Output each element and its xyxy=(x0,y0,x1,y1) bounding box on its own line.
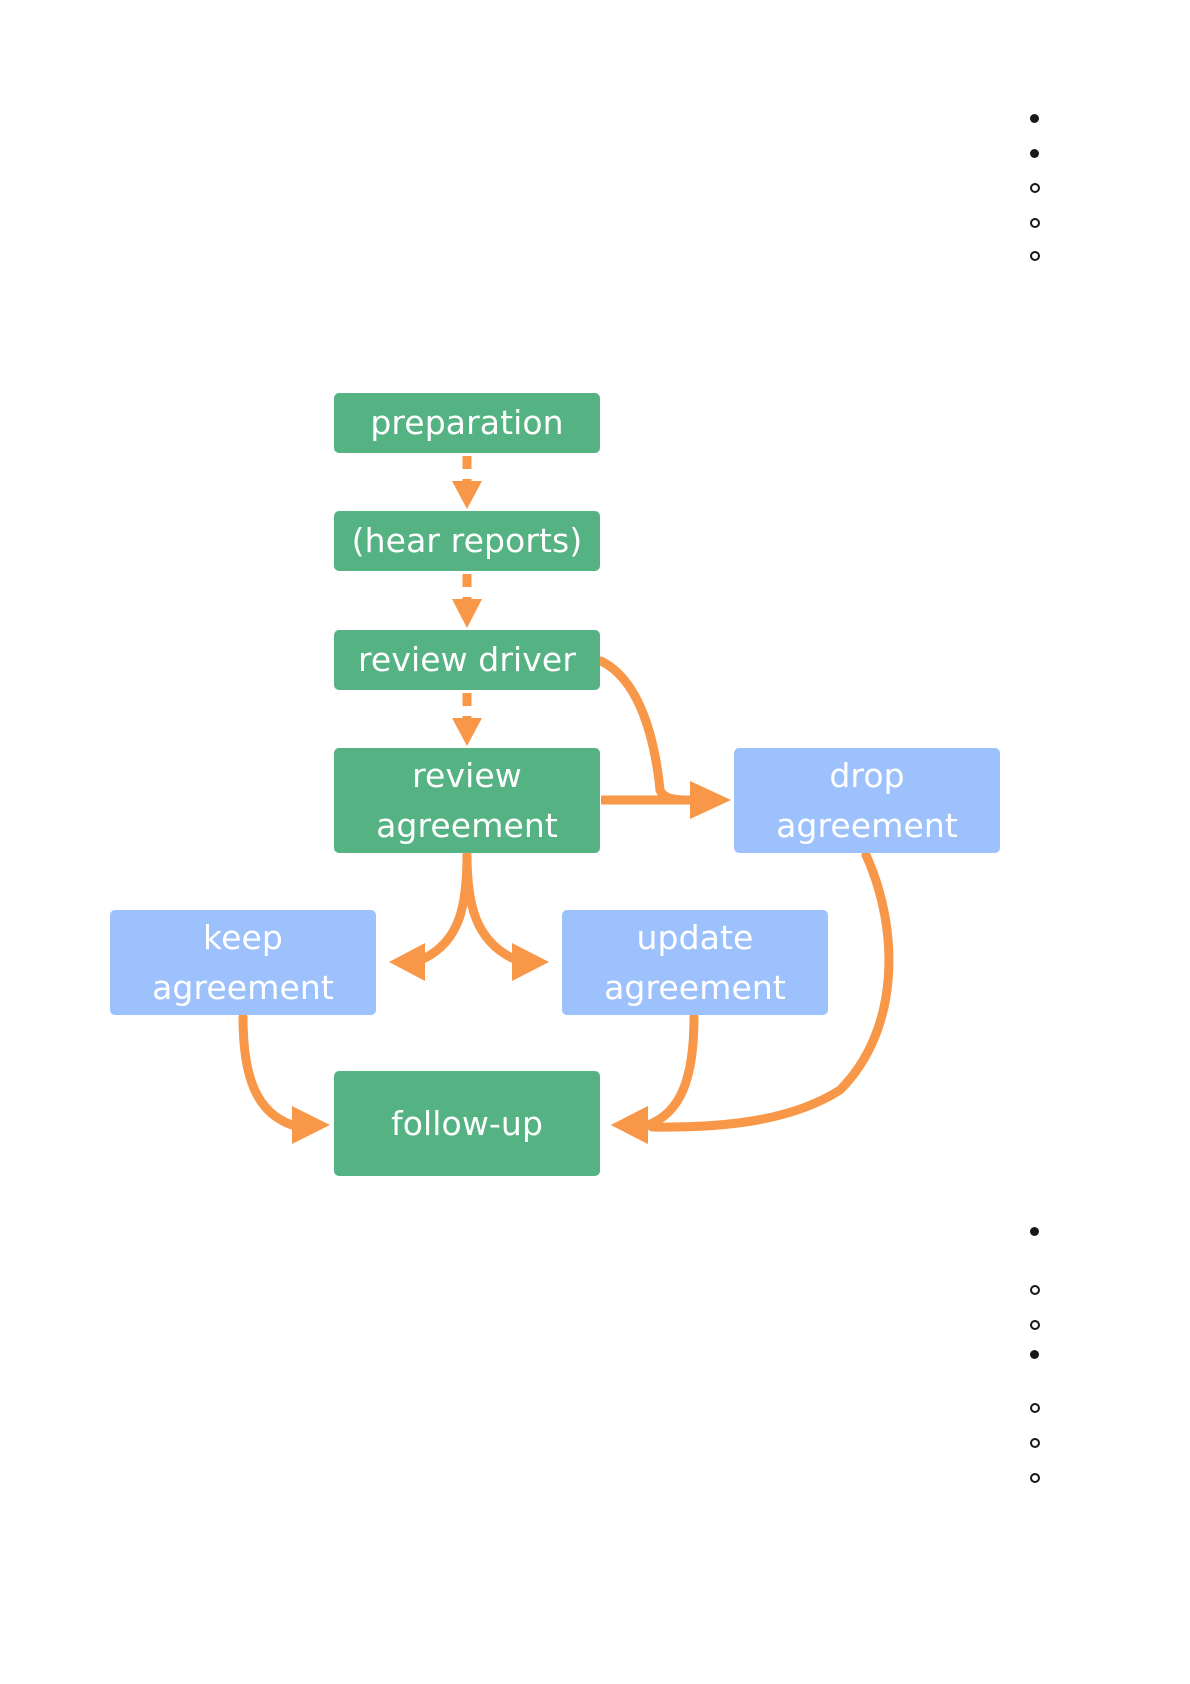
node-label: follow-up xyxy=(391,1103,543,1143)
node-keep-agreement[interactable]: keep agreement xyxy=(110,910,376,1015)
list-item xyxy=(1030,1471,1070,1485)
list-item xyxy=(1030,111,1070,125)
list-item xyxy=(1030,1283,1070,1297)
node-label: review driver xyxy=(357,640,576,680)
edge-review-agreement-to-keep-agreement xyxy=(389,850,472,981)
list-item xyxy=(1030,1318,1070,1332)
bullet-hollow-icon xyxy=(1030,1473,1040,1483)
edge-keep-agreement-to-follow-up xyxy=(238,1012,330,1144)
bullet-filled-icon xyxy=(1030,1349,1039,1359)
node-label: update agreement xyxy=(604,918,786,1007)
list-item xyxy=(1030,1224,1070,1238)
list-item xyxy=(1030,1401,1070,1415)
bullet-list-bottom xyxy=(1030,0,1070,1483)
node-follow-up[interactable]: follow-up xyxy=(334,1071,600,1176)
node-review-driver[interactable]: review driver xyxy=(334,630,600,690)
bullet-list-top xyxy=(1030,0,1070,300)
bullet-hollow-icon xyxy=(1030,1438,1040,1448)
node-label: preparation xyxy=(370,403,564,443)
node-review-agreement[interactable]: review agreement xyxy=(334,748,600,853)
node-label: drop agreement xyxy=(776,756,958,845)
bullet-hollow-icon xyxy=(1030,218,1040,228)
list-item xyxy=(1030,216,1070,230)
node-label: (hear reports) xyxy=(351,521,583,561)
bullet-filled-icon xyxy=(1030,113,1039,123)
edge-preparation-to-hear-reports xyxy=(452,456,482,509)
edge-update-agreement-to-follow-up xyxy=(611,1012,699,1144)
bullet-filled-icon xyxy=(1030,1226,1039,1236)
bullet-filled-icon xyxy=(1030,148,1039,158)
bullet-hollow-icon xyxy=(1030,183,1040,193)
node-drop-agreement[interactable]: drop agreement xyxy=(734,748,1000,853)
list-item xyxy=(1030,1436,1070,1450)
edge-review-driver-to-drop-agreement xyxy=(596,656,695,805)
bullet-hollow-icon xyxy=(1030,1285,1040,1295)
list-item xyxy=(1030,146,1070,160)
list-item xyxy=(1030,181,1070,195)
bullet-hollow-icon xyxy=(1030,1403,1040,1413)
list-item xyxy=(1030,249,1070,263)
edge-review-agreement-to-update-agreement xyxy=(462,850,549,981)
bullet-hollow-icon xyxy=(1030,1320,1040,1330)
node-preparation[interactable]: preparation xyxy=(334,393,600,453)
node-hear-reports[interactable]: (hear reports) xyxy=(334,511,600,571)
node-update-agreement[interactable]: update agreement xyxy=(562,910,828,1015)
edge-review-agreement-to-drop-agreement xyxy=(601,781,731,819)
node-label: keep agreement xyxy=(152,918,334,1007)
edge-review-driver-to-review-agreement xyxy=(452,693,482,746)
list-item xyxy=(1030,1347,1070,1361)
bullet-hollow-icon xyxy=(1030,251,1040,261)
node-label: review agreement xyxy=(376,756,558,845)
edge-hear-reports-to-review-driver xyxy=(452,574,482,628)
